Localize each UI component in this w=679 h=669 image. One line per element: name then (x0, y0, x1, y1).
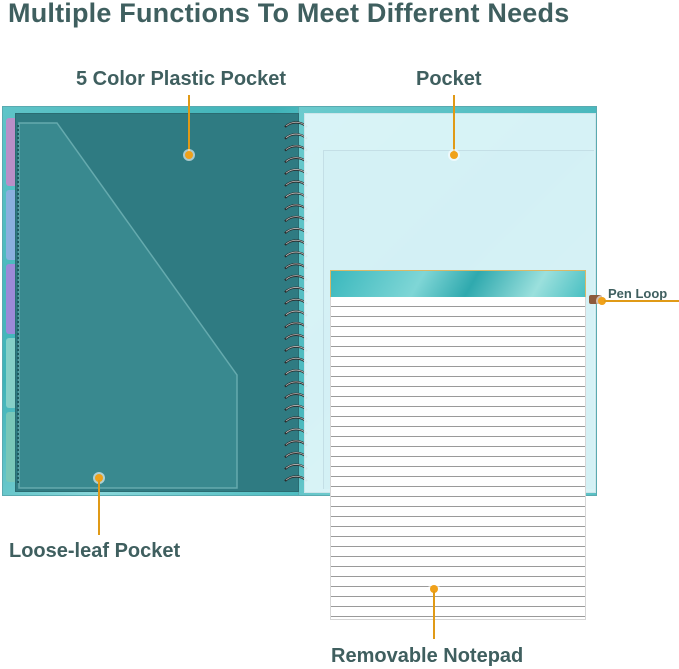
notepad-header (330, 270, 586, 299)
callout-line-pocket (453, 95, 455, 153)
callout-dot-notepad (430, 585, 438, 593)
loose-leaf-pocket (18, 122, 238, 489)
callout-dot-plastic-pocket (185, 151, 193, 159)
page-title: Multiple Functions To Meet Different Nee… (8, 0, 570, 28)
divider-tab (6, 338, 15, 408)
callout-label-notepad: Removable Notepad (331, 645, 524, 667)
callout-label-pocket: Pocket (416, 68, 482, 90)
divider-tab (6, 118, 15, 186)
pen-loop (589, 295, 602, 304)
divider-tab (6, 190, 15, 260)
callout-line-loose-leaf (98, 480, 100, 535)
callout-dot-pocket (450, 151, 458, 159)
callout-line-notepad (433, 591, 435, 639)
callout-line-pen-loop (604, 300, 679, 302)
callout-label-plastic-pocket: 5 Color Plastic Pocket (76, 68, 287, 90)
callout-dot-loose-leaf (95, 474, 103, 482)
divider-tab (6, 264, 15, 334)
callout-line-plastic-pocket (188, 95, 190, 153)
removable-notepad (330, 297, 586, 620)
callout-dot-pen-loop (598, 297, 606, 305)
divider-tab (6, 412, 15, 482)
callout-label-loose-leaf: Loose-leaf Pocket (9, 540, 181, 562)
callout-label-pen-loop: Pen Loop (608, 286, 668, 301)
pocket-stitching (17, 125, 19, 485)
